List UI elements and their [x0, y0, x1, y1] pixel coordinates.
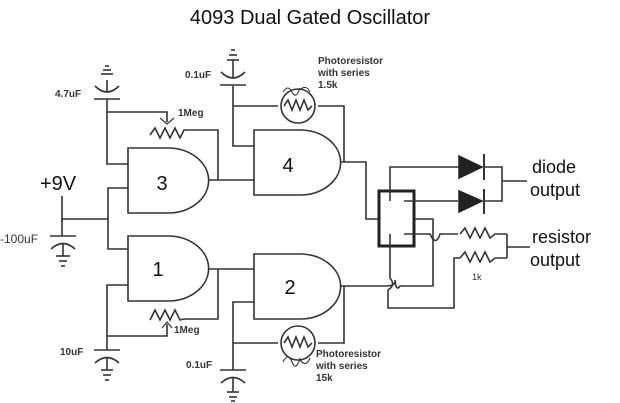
resistor-top — [459, 226, 507, 240]
diode-bottom — [458, 189, 485, 214]
resistor-output-line1: resistor — [532, 227, 591, 247]
supply-cap-label: -100uF — [0, 232, 38, 246]
nand-gate-4: 4 — [253, 129, 342, 196]
resistor-bottom — [459, 250, 507, 264]
resistor-output-line2: output — [530, 250, 580, 270]
gate-2-label: 2 — [284, 277, 295, 299]
pot-gate1-label: 1Meg — [174, 325, 200, 336]
nand-gate-1: 1 — [127, 235, 210, 302]
photoresistor-gate2: Photoresistor with series 15k — [280, 325, 381, 384]
photo-gate2-line1: Photoresistor — [316, 349, 381, 360]
cap-gate4-label: 0.1uF — [185, 70, 211, 81]
cap-gate1-label: 10uF — [60, 347, 83, 358]
cap-gate2-label: 0.1uF — [186, 360, 212, 371]
resistor-value-label: 1k — [472, 272, 482, 282]
photo-gate4-line1: Photoresistor — [318, 56, 383, 67]
power-supply: +9V -100uF — [0, 173, 128, 267]
photoresistor-gate4: Photoresistor with series 1.5k — [280, 56, 383, 124]
pot-gate3-label: 1Meg — [178, 108, 204, 119]
photo-gate4-line2: with series — [317, 68, 370, 79]
capacitor-gate4: 0.1uF — [185, 49, 246, 86]
photo-gate2-line3: 15k — [316, 373, 333, 384]
diagram-title: 4093 Dual Gated Oscillator — [190, 7, 430, 29]
nand-gate-3: 3 — [127, 147, 210, 214]
gate-1-label: 1 — [152, 259, 163, 281]
capacitor-gate2: 0.1uF — [186, 360, 246, 402]
photo-gate2-line2: with series — [315, 361, 368, 372]
nand-gate-2: 2 — [253, 253, 342, 320]
photo-gate4-line3: 1.5k — [318, 80, 338, 91]
diode-output-line1: diode — [532, 157, 576, 177]
diode-top — [458, 154, 485, 180]
diode-output-line2: output — [530, 180, 580, 200]
gate-3-label: 3 — [156, 173, 167, 195]
capacitor-gate1: 10uF — [60, 336, 120, 381]
output-selector-switch[interactable] — [377, 166, 460, 309]
supply-voltage-label: +9V — [40, 173, 77, 195]
capacitor-gate3: 4.7uF — [55, 65, 120, 112]
cap-gate3-label: 4.7uF — [55, 89, 81, 100]
gate-4-label: 4 — [282, 155, 293, 177]
